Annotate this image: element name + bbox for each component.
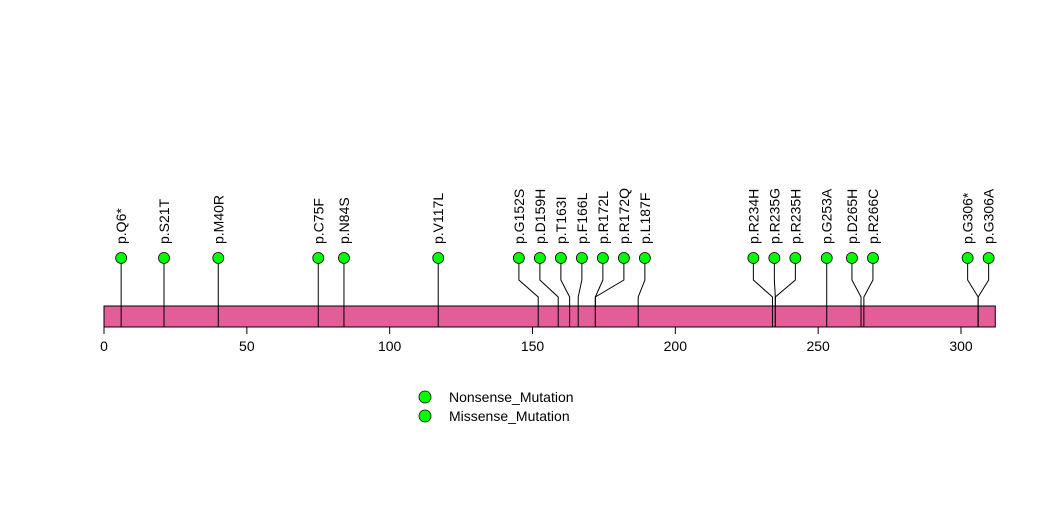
mutation-point [115,252,128,264]
mutation-point [158,252,170,264]
mutation-label: p.C75F [310,198,326,244]
mutation-label: p.R266C [865,189,881,244]
mutation-label: p.D159H [532,189,548,244]
mutation-label: p.D265H [844,189,860,244]
mutation-label: p.Q6* [113,208,129,244]
mutation-point [982,252,995,264]
x-tick-label: 50 [239,338,255,354]
mutation-label: p.R172L [595,191,611,244]
protein-bar [103,305,996,328]
mutation-label: p.N84S [336,197,352,244]
mutation-stem [539,258,559,327]
mutation-point [512,252,525,264]
mutation-point [638,252,651,264]
legend-label: Missense_Mutation [449,408,570,424]
mutation-point [617,252,630,264]
mutation-point [846,252,858,264]
mutation-label: p.R172Q [616,188,632,244]
x-axis: 0 50 100 150 200 250 300 [100,326,973,354]
mutation-stem [774,258,796,327]
mutation-stem [560,258,571,327]
mutation-label: p.M40R [210,195,226,244]
mutation-label: p.R234H [745,189,761,244]
mutation-point [820,252,833,264]
mutation-point [212,252,225,264]
mutation-stem [851,258,862,327]
mutation-label: p.L187F [637,193,653,244]
mutation-label: p.G306A [981,188,997,244]
mutation-point [768,252,781,264]
legend-marker [418,390,432,404]
mutation-label: p.G253A [819,188,835,244]
mutation-stem [577,258,583,327]
mutation-point [747,252,760,264]
mutation-label: p.F166L [574,192,590,244]
mutation-stem [863,258,874,327]
mutation-label: p.G306* [960,192,976,244]
x-tick-label: 0 [100,338,108,354]
mutation-stem [594,258,625,327]
x-tick-label: 100 [378,338,402,354]
mutation-label: p.S21T [156,198,172,244]
mutation-stem [637,258,646,327]
mutation-point [432,252,445,264]
mutation-label: p.T163I [553,197,569,244]
mutation-label: p.R235H [787,189,803,244]
mutation-stem [977,258,990,327]
mutation-stem [752,258,773,327]
mutation-point [596,252,609,264]
mutation-point [961,252,974,264]
mutation-point [789,252,802,264]
mutation-point [554,252,567,264]
x-tick-label: 150 [521,338,545,354]
legend-marker [418,409,432,423]
mutation-label: p.R235G [766,188,782,244]
mutation-label: p.G152S [511,189,527,244]
mutation-point [312,252,325,264]
mutation-points [115,252,995,264]
mutation-labels: p.Q6* p.S21T p.M40R p.C75F p.N84S p.V117L p.G1… [113,188,997,244]
x-tick-label: 200 [664,338,688,354]
x-tick-label: 300 [949,338,973,354]
mutation-point [533,252,546,264]
legend-label: Nonsense_Mutation [449,389,574,405]
stems-over-bar [120,258,990,327]
mutation-point [867,252,879,264]
mutation-point [338,252,350,264]
x-tick-label: 250 [806,338,830,354]
mutation-stem [518,258,539,327]
mutation-label: p.V117L [430,193,446,244]
mutation-point [575,252,588,264]
